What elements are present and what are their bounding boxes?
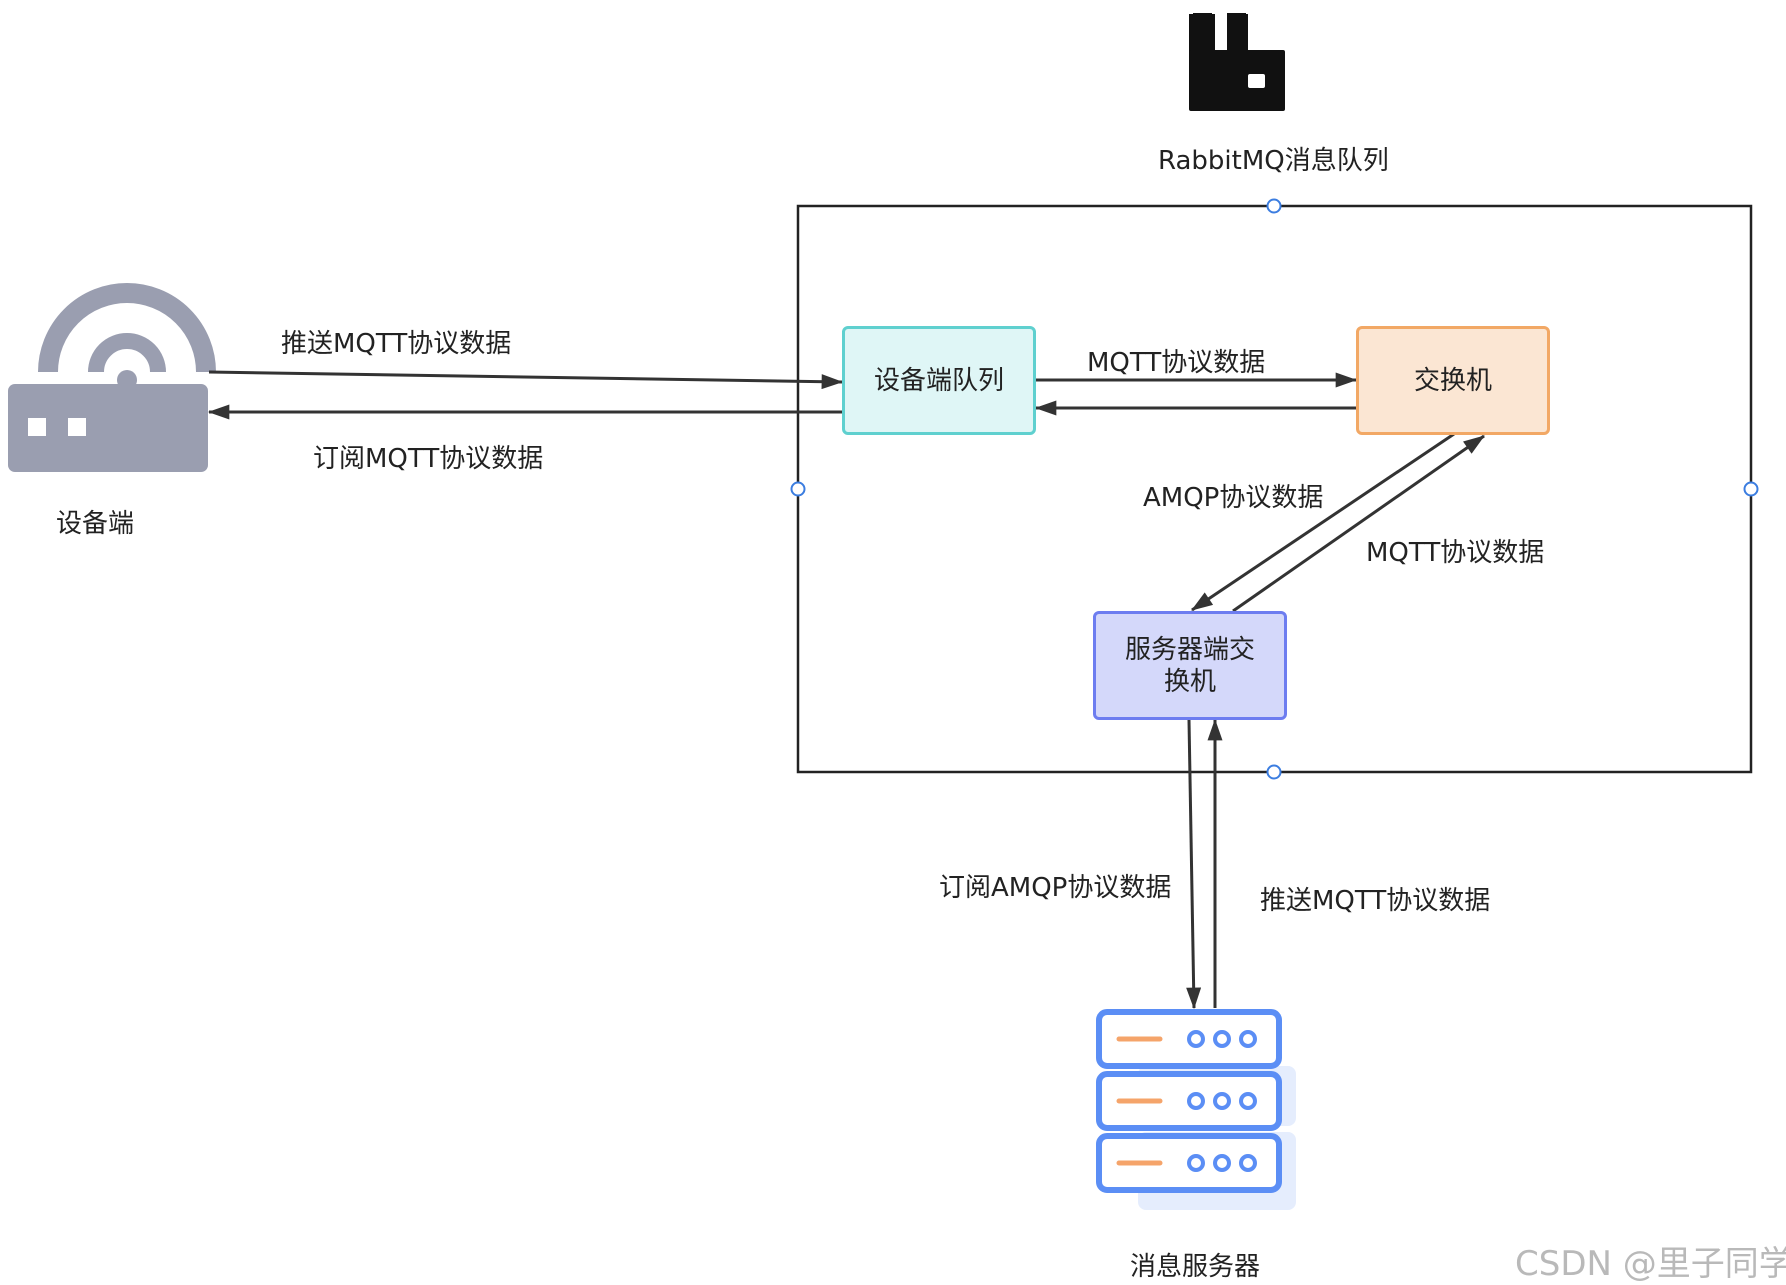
server-label: 消息服务器 (1130, 1252, 1261, 1282)
device-queue-node[interactable]: 设备端队列 (842, 326, 1036, 435)
rabbitmq-title: RabbitMQ消息队列 (1158, 146, 1389, 176)
edge-label-server-exchange-to-exchange: MQTT协议数据 (1366, 538, 1545, 568)
edge-exchange-to-server-exchange[interactable] (1191, 432, 1455, 612)
watermark: CSDN @里子同学 (1515, 1244, 1786, 1284)
container-handle-top[interactable] (1266, 198, 1282, 214)
edge-label-device-push: 推送MQTT协议数据 (281, 329, 512, 359)
edge-label-server-push: 推送MQTT协议数据 (1260, 886, 1491, 916)
edge-label-queue-to-exchange: MQTT协议数据 (1087, 348, 1266, 378)
container-handle-left[interactable] (790, 481, 806, 497)
container-handle-right[interactable] (1743, 481, 1759, 497)
edge-server-exchange-to-exchange[interactable] (1232, 434, 1485, 613)
edge-label-device-subscribe: 订阅MQTT协议数据 (313, 444, 544, 474)
server-exchange-node[interactable]: 服务器端交换机 (1093, 611, 1287, 720)
server-icon (1096, 1009, 1296, 1210)
edge-server-subscribe[interactable] (1186, 719, 1202, 1010)
device-label: 设备端 (56, 509, 135, 539)
rabbitmq-logo-icon (1189, 13, 1285, 111)
router-icon (8, 283, 216, 472)
edge-label-exchange-to-server-exchange: AMQP协议数据 (1143, 483, 1324, 513)
container-handle-bottom[interactable] (1266, 764, 1282, 780)
edge-label-server-subscribe: 订阅AMQP协议数据 (939, 873, 1172, 903)
edge-device-push[interactable] (208, 370, 844, 390)
exchange-node[interactable]: 交换机 (1356, 326, 1550, 435)
